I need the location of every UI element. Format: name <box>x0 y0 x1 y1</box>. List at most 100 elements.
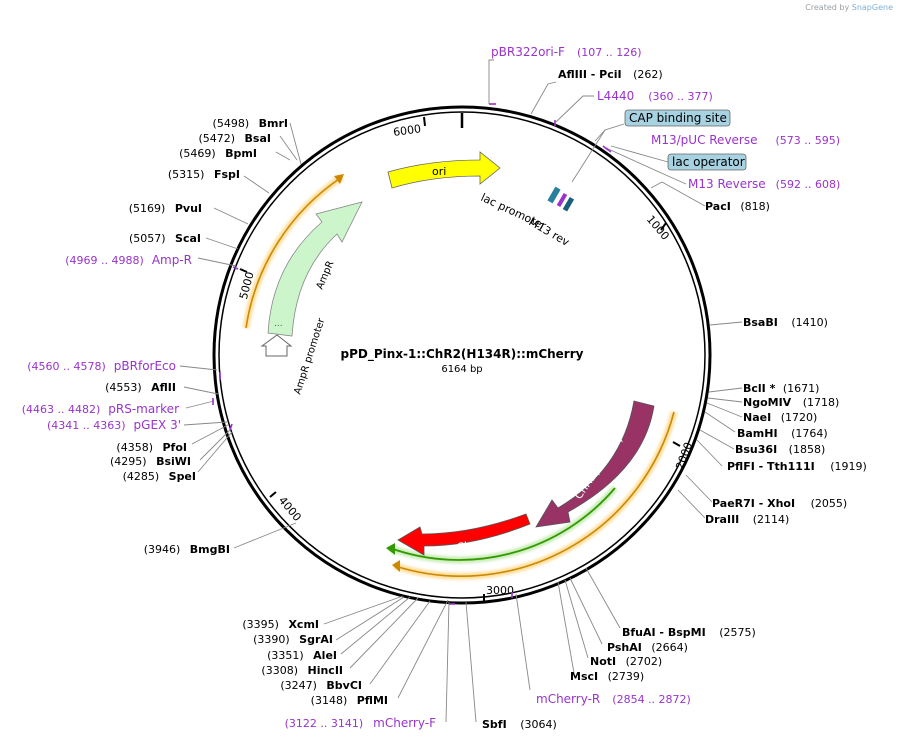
mcherry-feature[interactable] <box>397 513 531 556</box>
site-name[interactable]: BmgBI <box>190 543 230 556</box>
site-name[interactable]: BsaI <box>245 132 271 145</box>
svg-text:(4969 .. 4988)Amp-R: (4969 .. 4988)Amp-R <box>65 253 192 267</box>
site-name[interactable]: BsiWI <box>156 455 191 468</box>
orf-arc-mcherry <box>389 487 616 561</box>
svg-text:MscI (2739): MscI (2739) <box>570 670 644 683</box>
lac-operator-label: lac operator <box>672 155 745 169</box>
site-name[interactable]: ScaI <box>175 232 201 245</box>
site-name[interactable]: NgoMIV <box>743 396 792 409</box>
tick-4000 <box>269 491 277 498</box>
m13-rev-feature[interactable] <box>556 192 568 208</box>
site-name[interactable]: Bsu36I <box>735 443 777 456</box>
site-name[interactable]: SpeI <box>169 470 196 483</box>
site-name[interactable]: BclI * <box>743 382 776 395</box>
primer-name[interactable]: M13/pUC Reverse <box>651 133 758 147</box>
site-name[interactable]: NotI <box>590 655 616 668</box>
svg-text:(3122 .. 3141)mCherry-F: (3122 .. 3141)mCherry-F <box>285 716 436 730</box>
ori-feature[interactable] <box>387 151 501 189</box>
credit: Created by SnapGene <box>805 3 893 12</box>
site-name[interactable]: BfuAI - BspMI <box>622 626 706 639</box>
site-name[interactable]: PflFI - Tth111I <box>727 460 815 473</box>
site-name[interactable]: NaeI <box>743 411 771 424</box>
connector-lines <box>179 59 743 723</box>
svg-text:NaeI (1720): NaeI (1720) <box>743 411 817 424</box>
site-name[interactable]: PaeR7I - XhoI <box>712 497 795 510</box>
svg-text:(4295) BsiWI: (4295) BsiWI <box>110 455 191 468</box>
primer-name[interactable]: pBRforEco <box>114 359 176 373</box>
svg-text:(3351) AleI: (3351) AleI <box>267 649 337 662</box>
tick-label-4000: 4000 <box>276 494 304 524</box>
site-name[interactable]: FspI <box>214 168 240 181</box>
primer-name[interactable]: mCherry-F <box>373 716 436 730</box>
site-name[interactable]: SbfI <box>482 718 507 731</box>
svg-text:(4341 .. 4363)pGEX 3': (4341 .. 4363)pGEX 3' <box>47 418 181 432</box>
svg-text:(3395) XcmI: (3395) XcmI <box>242 618 319 631</box>
lac-promoter-feature[interactable] <box>547 186 561 204</box>
primer-name[interactable]: mCherry-R <box>536 692 600 706</box>
primer-name[interactable]: M13 Reverse <box>688 177 766 191</box>
svg-text:(5472) BsaI: (5472) BsaI <box>198 132 271 145</box>
orf-arc-amp-head <box>334 174 344 184</box>
site-name[interactable]: BmrI <box>259 117 288 130</box>
ampr-feature[interactable] <box>267 201 363 337</box>
primer-labels-left: (3122 .. 3141)mCherry-F (4969 .. 4988)Am… <box>22 253 436 730</box>
svg-text:(5498) BmrI: (5498) BmrI <box>213 117 288 130</box>
lac-operator-feature[interactable] <box>562 196 575 212</box>
site-name[interactable]: HincII <box>307 664 343 677</box>
ampr-dots: ... <box>274 319 283 329</box>
site-name[interactable]: AflII <box>151 381 176 394</box>
svg-text:pBR322ori-F(107 .. 126): pBR322ori-F(107 .. 126) <box>491 45 642 59</box>
svg-text:(5315) FspI: (5315) FspI <box>168 168 240 181</box>
svg-text:BsaBI (1410): BsaBI (1410) <box>743 316 828 329</box>
primer-markers <box>212 103 612 605</box>
primer-name[interactable]: pRS-marker <box>108 402 179 416</box>
primer-name[interactable]: Amp-R <box>152 253 192 267</box>
svg-text:L4440(360 .. 377): L4440(360 .. 377) <box>597 89 713 103</box>
site-name[interactable]: BsaBI <box>743 316 778 329</box>
svg-text:NgoMIV (1718): NgoMIV (1718) <box>743 396 839 409</box>
svg-text:(4358) PfoI: (4358) PfoI <box>116 441 187 454</box>
site-name[interactable]: PshAI <box>607 641 642 654</box>
site-name[interactable]: BamHI <box>737 427 778 440</box>
svg-text:(3247) BbvCI: (3247) BbvCI <box>280 679 362 692</box>
site-name[interactable]: PacI <box>705 200 731 213</box>
svg-text:(5169) PvuI: (5169) PvuI <box>129 202 202 215</box>
orf-arc-outer-head <box>392 560 400 572</box>
primer-name[interactable]: pBR322ori-F <box>491 45 565 59</box>
primer-name[interactable]: L4440 <box>597 89 634 103</box>
orf-arc-amp <box>245 176 343 329</box>
primer-name[interactable]: pGEX 3' <box>134 418 181 432</box>
ampr-label: AmpR <box>315 259 337 291</box>
amp-promoter-feature[interactable] <box>260 334 293 357</box>
site-name[interactable]: MscI <box>570 670 598 683</box>
site-name[interactable]: AleI <box>313 649 337 662</box>
site-name[interactable]: AflIII - PciI <box>558 68 622 81</box>
svg-text:PacI (818): PacI (818) <box>705 200 770 213</box>
svg-text:BclI * (1671): BclI * (1671) <box>743 382 819 395</box>
tick-label-6000: 6000 <box>392 122 422 139</box>
tick-1000 <box>660 222 667 231</box>
site-name[interactable]: XcmI <box>288 618 319 631</box>
site-name[interactable]: BpmI <box>225 147 257 160</box>
svg-text:(3390) SgrAI: (3390) SgrAI <box>253 633 333 646</box>
m13-rev-label: M13 rev <box>527 215 572 249</box>
orf-arc-outer <box>394 411 675 577</box>
tick-5000 <box>239 268 248 273</box>
site-name[interactable]: SgrAI <box>299 633 333 646</box>
site-name[interactable]: PflMI <box>357 694 388 707</box>
svg-text:M13/pUC Reverse(573 .. 595): M13/pUC Reverse(573 .. 595) <box>651 133 840 147</box>
tick-label-3000: 3000 <box>486 584 514 597</box>
svg-text:(5057) ScaI: (5057) ScaI <box>129 232 201 245</box>
svg-text:Bsu36I (1858): Bsu36I (1858) <box>735 443 825 456</box>
site-name[interactable]: PfoI <box>163 441 188 454</box>
svg-text:SbfI (3064): SbfI (3064) <box>482 718 557 731</box>
site-name[interactable]: PvuI <box>175 202 202 215</box>
chr2-feature[interactable] <box>535 400 655 528</box>
svg-text:(3946) BmgBI: (3946) BmgBI <box>144 543 230 556</box>
site-name[interactable]: DraIII <box>705 513 739 526</box>
site-name[interactable]: BbvCI <box>326 679 362 692</box>
snapgene-brand: SnapGene <box>851 3 893 12</box>
lac-operator-box[interactable] <box>667 153 747 171</box>
cap-binding-site-box[interactable] <box>624 109 731 127</box>
